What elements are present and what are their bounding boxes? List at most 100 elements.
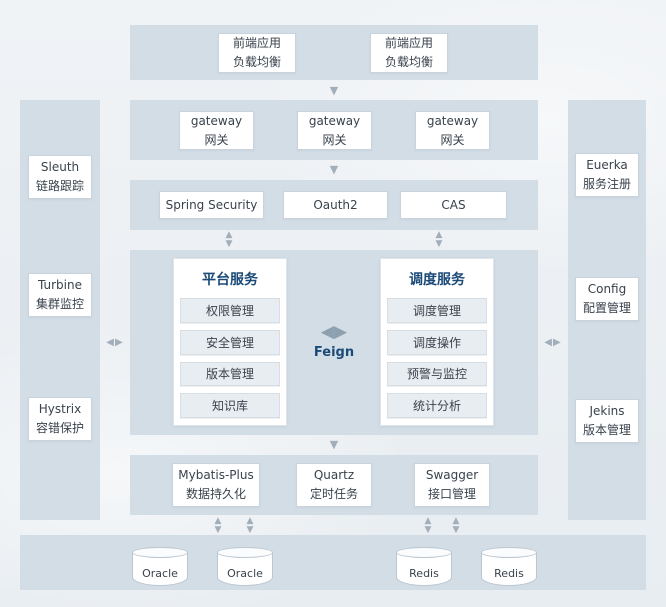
box-label-line2: 链路跟踪: [35, 179, 84, 193]
redis-db-1: Redis: [396, 547, 452, 586]
vertical-double-arrow-icon: ▲ ▼: [421, 516, 435, 535]
arrow-left-icon: ◀: [320, 322, 334, 342]
box-label-line2: 定时任务: [309, 487, 358, 501]
box-label-line1: 前端应用: [384, 36, 433, 51]
arrow-up-icon: ▲: [424, 516, 432, 526]
arrow-left-icon: ◀: [106, 337, 115, 348]
cylinder-top-icon: [132, 547, 188, 558]
schedule-item-alert: 预警与监控: [387, 361, 487, 387]
box-label-line2: 集群监控: [35, 297, 84, 311]
vertical-double-arrow-icon: ▲ ▼: [243, 516, 257, 535]
schedule-services-panel: 调度服务 调度管理 调度操作 预警与监控 统计分析: [380, 258, 494, 426]
feign-connector: ◀▶ Feign: [303, 322, 365, 360]
box-label-line2: 负载均衡: [384, 55, 433, 69]
box-label-line1: Swagger: [425, 468, 479, 483]
hystrix-box: Hystrix 容错保护: [28, 397, 92, 441]
frontend-band: [130, 25, 538, 80]
box-label-line1: Hystrix: [38, 402, 82, 417]
arrow-down-icon: ▼: [246, 525, 254, 535]
box-label-line1: 前端应用: [232, 36, 281, 51]
schedule-item-manage: 调度管理: [387, 298, 487, 323]
platform-services-panel: 平台服务 权限管理 安全管理 版本管理 知识库: [173, 258, 287, 426]
feign-arrows: ◀▶: [321, 322, 347, 342]
box-label: Oauth2: [313, 197, 358, 212]
arrow-right-icon: ▶: [115, 337, 124, 348]
panel-title: 调度服务: [409, 272, 465, 288]
cylinder-top-icon: [217, 547, 273, 558]
frontend-lb-box-2: 前端应用 负载均衡: [370, 33, 448, 73]
panel-title: 平台服务: [202, 272, 258, 288]
down-arrow-icon: ▼: [329, 438, 339, 451]
arrow-up-icon: ▲: [214, 516, 222, 526]
box-label-line2: 网关: [440, 132, 465, 147]
arrow-left-icon: ◀: [544, 337, 553, 348]
database-label: Redis: [494, 567, 524, 580]
gateway-box-2: gateway 网关: [297, 111, 372, 150]
vertical-double-arrow-icon: ▲ ▼: [432, 230, 446, 249]
config-box: Config 配置管理: [575, 277, 639, 321]
box-label: CAS: [441, 197, 466, 212]
box-label-line2: 负载均衡: [232, 55, 281, 69]
schedule-item-operate: 调度操作: [387, 329, 487, 355]
box-label: Spring Security: [165, 197, 258, 212]
auth-box-cas: CAS: [400, 191, 507, 219]
arrow-down-icon: ▼: [452, 525, 460, 535]
eureka-box: Euerka 服务注册: [575, 153, 639, 197]
arrow-right-icon: ▶: [334, 322, 348, 342]
database-label: Oracle: [227, 567, 263, 580]
gateway-box-1: gateway 网关: [179, 111, 254, 150]
platform-item-permission: 权限管理: [180, 298, 280, 323]
box-label-line1: Euerka: [586, 158, 628, 173]
vertical-double-arrow-icon: ▲ ▼: [222, 230, 236, 249]
cylinder-top-icon: [396, 547, 452, 558]
vertical-double-arrow-icon: ▲ ▼: [449, 516, 463, 535]
schedule-item-stats: 统计分析: [387, 393, 487, 418]
auth-box-oauth2: Oauth2: [283, 191, 388, 219]
cylinder-top-icon: [481, 547, 537, 558]
box-label-line2: 网关: [204, 132, 229, 147]
box-label-line2: 服务注册: [582, 177, 631, 191]
arrow-down-icon: ▼: [214, 525, 222, 535]
turbine-box: Turbine 集群监控: [28, 273, 92, 317]
arrow-up-icon: ▲: [246, 516, 254, 526]
database-label: Redis: [409, 567, 439, 580]
platform-item-security: 安全管理: [180, 329, 280, 355]
mybatis-box: Mybatis-Plus 数据持久化: [172, 463, 260, 507]
feign-label: Feign: [313, 345, 355, 360]
arrow-down-icon: ▼: [225, 239, 233, 249]
box-label-line2: 网关: [322, 132, 347, 147]
gateway-box-3: gateway 网关: [415, 111, 490, 150]
vertical-double-arrow-icon: ▲ ▼: [211, 516, 225, 535]
box-label-line1: Sleuth: [40, 160, 80, 175]
box-label-line1: Config: [587, 282, 627, 297]
box-label-line2: 版本管理: [582, 423, 631, 437]
quartz-box: Quartz 定时任务: [296, 463, 372, 507]
box-label-line2: 容错保护: [35, 421, 84, 435]
horizontal-double-arrow-icon: ◀▶: [541, 337, 565, 349]
box-label-line2: 接口管理: [427, 487, 476, 501]
box-label-line2: 配置管理: [582, 301, 631, 315]
sleuth-box: Sleuth 链路跟踪: [28, 155, 92, 199]
database-label: Oracle: [142, 567, 178, 580]
database-band: [20, 535, 646, 590]
platform-item-knowledge: 知识库: [180, 393, 280, 418]
box-label-line1: Quartz: [313, 468, 355, 483]
oracle-db-1: Oracle: [132, 547, 188, 586]
arrow-up-icon: ▲: [225, 230, 233, 240]
arrow-down-icon: ▼: [435, 239, 443, 249]
auth-box-spring-security: Spring Security: [159, 191, 264, 219]
down-arrow-icon: ▼: [329, 163, 339, 176]
box-label-line1: gateway: [308, 113, 361, 128]
arrow-up-icon: ▲: [452, 516, 460, 526]
oracle-db-2: Oracle: [217, 547, 273, 586]
box-label-line1: gateway: [426, 113, 479, 128]
cylinder-body: Redis: [481, 552, 537, 586]
box-label-line2: 数据持久化: [185, 487, 246, 501]
arrow-down-icon: ▼: [424, 525, 432, 535]
frontend-lb-box-1: 前端应用 负载均衡: [218, 33, 296, 73]
down-arrow-icon: ▼: [329, 84, 339, 97]
box-label-line1: gateway: [190, 113, 243, 128]
arrow-up-icon: ▲: [435, 230, 443, 240]
box-label-line1: Turbine: [38, 278, 82, 293]
